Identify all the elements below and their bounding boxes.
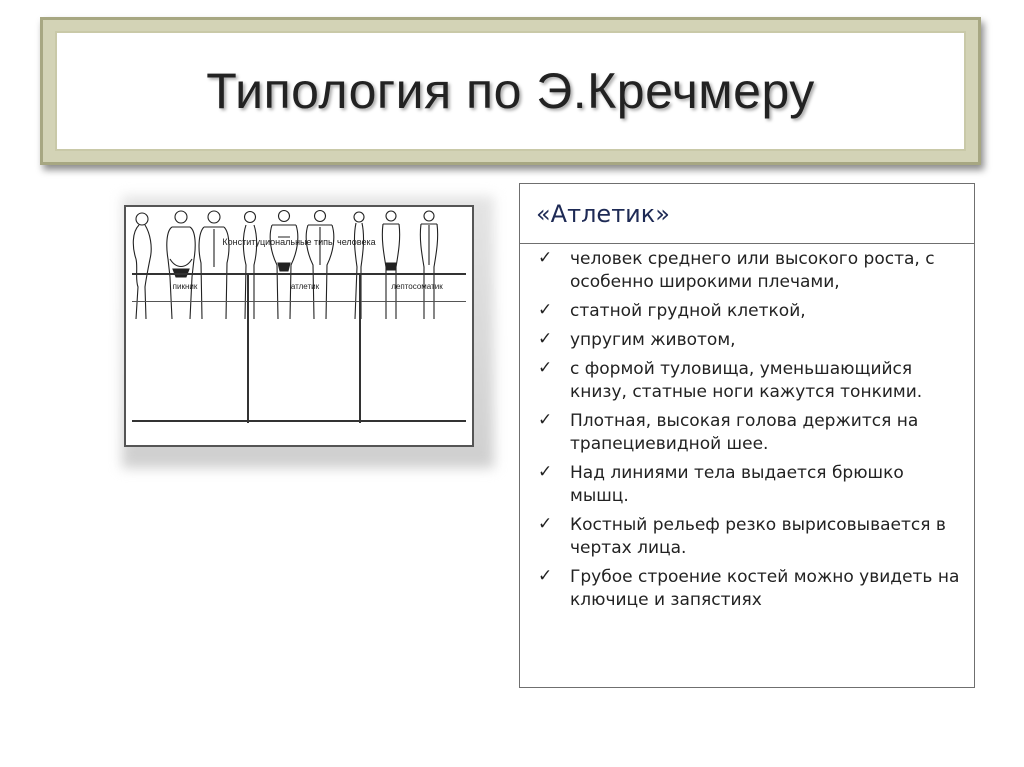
check-mark-icon: ✓: [538, 358, 553, 378]
slide-title: Типология по Э.Кречмеру: [206, 63, 815, 119]
figure-divider: [359, 273, 361, 423]
check-mark-icon: ✓: [538, 566, 553, 586]
title-box: Типология по Э.Кречмеру: [55, 31, 966, 151]
type-label-picnic: пикник: [172, 282, 198, 291]
athletic-figures: [243, 209, 335, 320]
figure-caption: Конституциональные типы человека: [222, 237, 376, 247]
check-mark-icon: ✓: [538, 329, 553, 349]
list-item: ✓ с формой туловища, уменьшающийся книзу…: [538, 358, 923, 402]
check-mark-icon: ✓: [538, 410, 553, 430]
figure-rule-top: [132, 273, 466, 275]
check-mark-icon: ✓: [538, 462, 553, 482]
check-mark-icon: ✓: [538, 514, 553, 534]
athletic-description-panel: «Атлетик» ✓человек среднего или высокого…: [519, 183, 975, 688]
list-item: ✓Над линиями тела выдается брюшко мышц.: [538, 462, 904, 506]
trait-list: ✓человек среднего или высокого роста, с …: [520, 244, 974, 612]
list-item: ✓ Грубое строение костей можно увидеть н…: [538, 566, 960, 610]
check-mark-icon: ✓: [538, 248, 553, 268]
title-frame: Типология по Э.Кречмеру: [40, 17, 981, 165]
type-label-leptosomatic: лептосоматик: [391, 282, 443, 291]
check-mark-icon: ✓: [538, 300, 553, 320]
figure-rule-bottom: [132, 420, 466, 422]
list-item: ✓ Костный рельеф резко вырисовывается в …: [538, 514, 946, 558]
list-item: ✓Плотная, высокая голова держится на тра…: [538, 410, 919, 454]
leptosomatic-figures: [353, 210, 439, 320]
list-item: ✓ статной грудной клеткой,: [538, 300, 806, 321]
body-types-figure: Конституциональные типы человека пикник …: [124, 205, 474, 447]
panel-heading: «Атлетик»: [520, 184, 974, 244]
figure-divider: [247, 273, 249, 423]
list-item: ✓ упругим животом,: [538, 329, 736, 350]
list-item: ✓человек среднего или высокого роста, с …: [538, 248, 935, 292]
type-label-athletic: атлетик: [290, 282, 320, 291]
picnic-figures: [132, 210, 230, 320]
figure-rule-mid: [132, 301, 466, 302]
